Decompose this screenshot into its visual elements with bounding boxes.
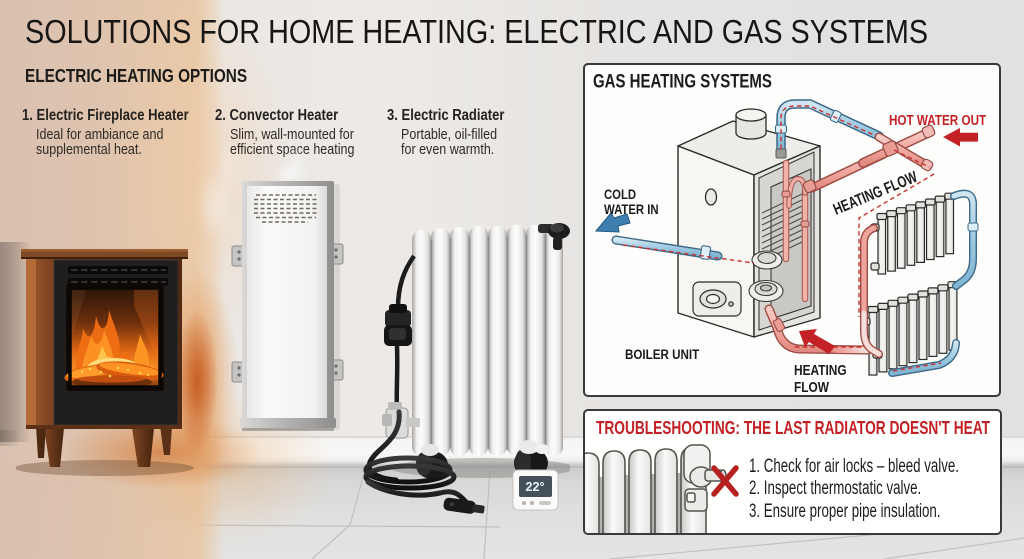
svg-text:HOT WATER OUT: HOT WATER OUT — [889, 112, 987, 129]
svg-text:GAS HEATING SYSTEMS: GAS HEATING SYSTEMS — [593, 71, 772, 92]
svg-text:FLOW: FLOW — [794, 379, 829, 395]
svg-text:COLD: COLD — [604, 187, 636, 202]
svg-text:WATER IN: WATER IN — [604, 202, 659, 217]
svg-text:22°: 22° — [526, 480, 545, 494]
svg-text:BOILER UNIT: BOILER UNIT — [625, 346, 699, 362]
svg-text:HEATING: HEATING — [794, 362, 847, 378]
